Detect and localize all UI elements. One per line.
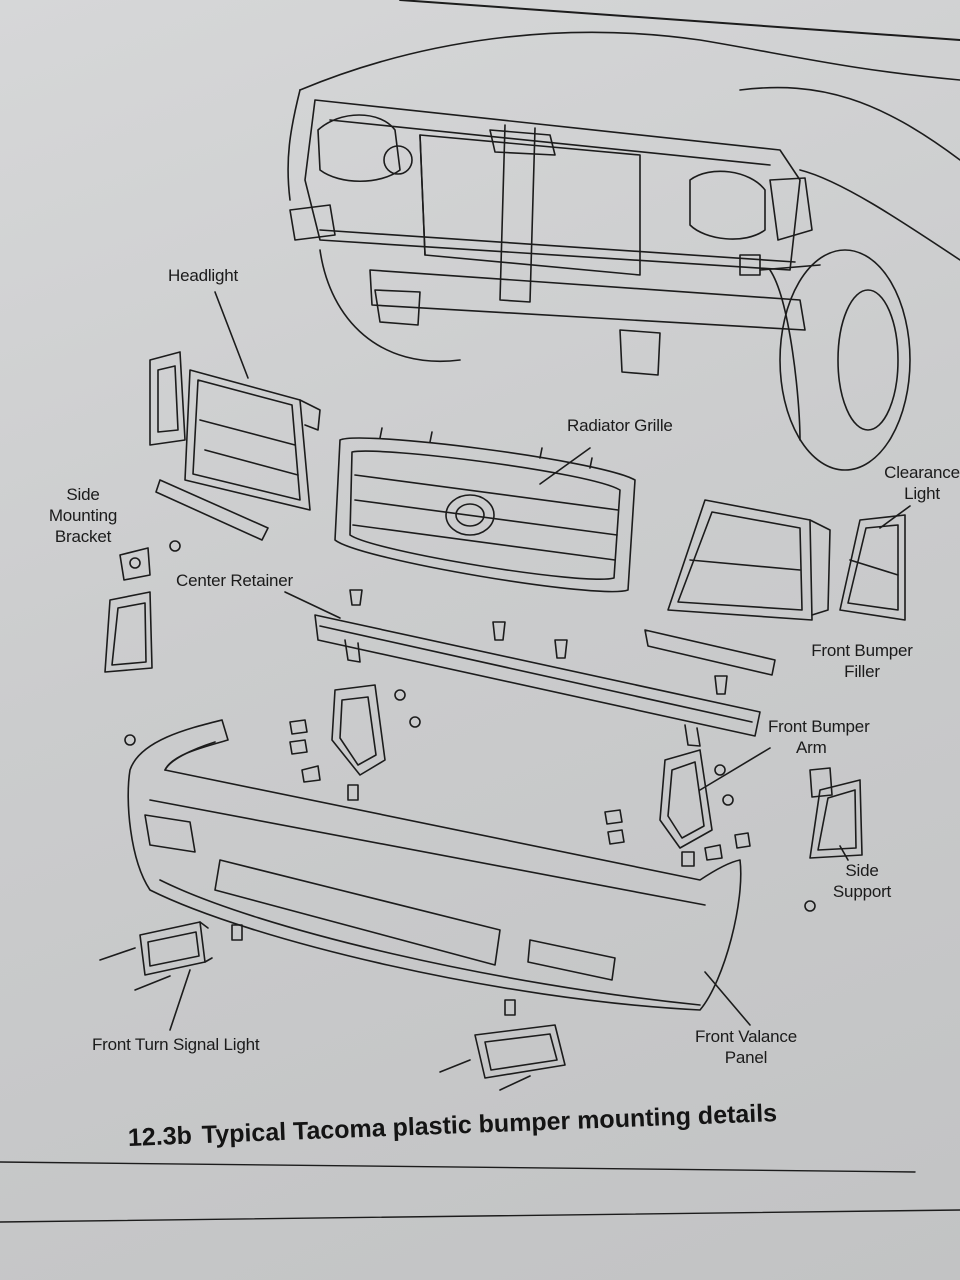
center-retainer-leader (284, 591, 341, 619)
label-side-mounting-bracket: Side Mounting Bracket (48, 485, 118, 546)
headlight-right (644, 499, 831, 676)
label-radiator-grille: Radiator Grille (567, 416, 673, 435)
label-front-turn-signal-light: Front Turn Signal Light (92, 1035, 260, 1054)
label-clearance-light: Clearance Light (884, 463, 960, 503)
front-turn-signal-right (439, 1024, 566, 1091)
clearance-light-leader (879, 505, 911, 529)
label-center-retainer: Center Retainer (176, 571, 294, 590)
truck-front-body (287, 31, 960, 471)
side-support-leader (839, 845, 849, 861)
figure-number: 12.3b (127, 1121, 193, 1152)
label-headlight: Headlight (168, 266, 239, 285)
side-mounting-bracket (104, 540, 181, 673)
label-side-support: Side Support (832, 861, 892, 901)
front-turn-signal-left (99, 921, 213, 991)
clearance-light (839, 514, 906, 621)
page-top-edge (399, 0, 960, 41)
front-turn-signal-leader (169, 969, 191, 1031)
side-support (809, 767, 863, 859)
front-bumper-arm-leader (699, 747, 771, 791)
radiator-grille-leader (539, 447, 591, 485)
front-bumper-cover (127, 719, 742, 1011)
radiator-grille (334, 427, 636, 593)
front-valance-leader (704, 971, 751, 1026)
fasteners (124, 589, 816, 1016)
center-retainer (314, 614, 761, 747)
front-bumper-arm-left (331, 684, 386, 776)
front-bumper-arm-right (659, 749, 713, 849)
label-front-bumper-filler: Front Bumper Filler (811, 641, 913, 681)
caption-rule-bottom (0, 1209, 960, 1223)
label-front-valance-panel: Front Valance Panel (695, 1027, 797, 1067)
caption-rule-top (0, 1161, 916, 1173)
label-front-bumper-arm: Front Bumper Arm (768, 717, 870, 757)
headlight-left (149, 351, 321, 541)
headlight-leader (214, 291, 249, 379)
